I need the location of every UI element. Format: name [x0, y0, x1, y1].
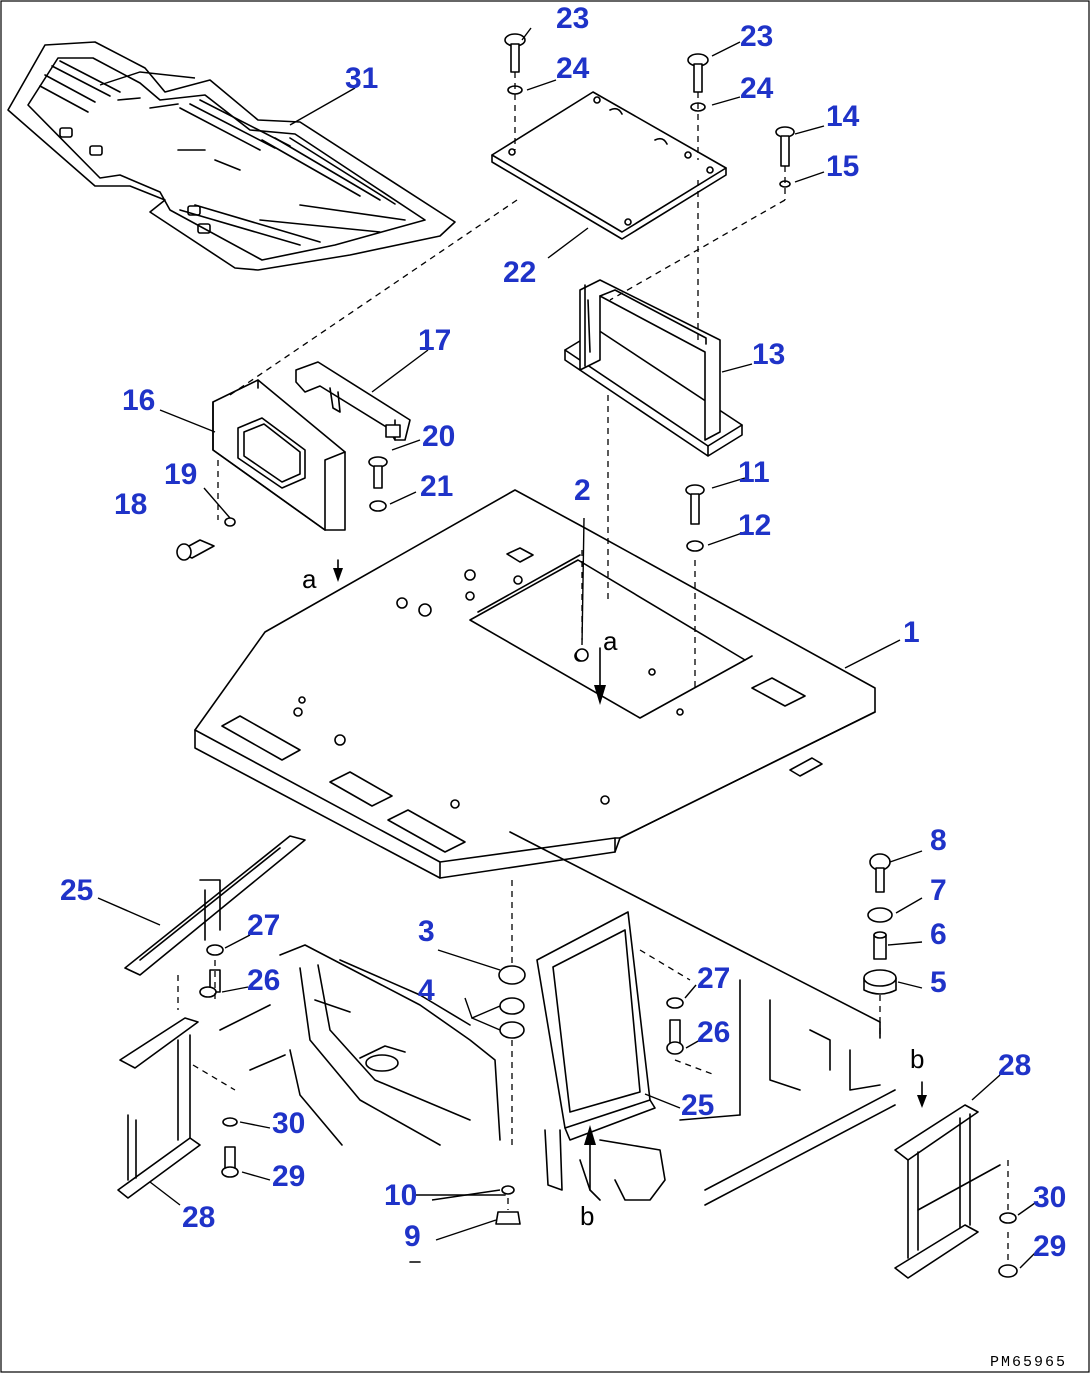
bracket-17	[295, 361, 411, 441]
callout-18: 18	[114, 488, 147, 521]
callout-5: 5	[930, 966, 947, 999]
callout-30-right: 30	[1033, 1181, 1066, 1214]
callout-26-left: 26	[247, 964, 280, 997]
callout-3: 3	[418, 915, 435, 948]
callout-29-right: 29	[1033, 1230, 1066, 1263]
callout-24-right: 24	[740, 72, 774, 105]
callout-31: 31	[345, 62, 378, 95]
callout-29-left: 29	[272, 1160, 305, 1193]
floor-mat-31	[7, 41, 456, 271]
callout-21: 21	[420, 470, 453, 503]
callout-9: 9	[404, 1220, 421, 1253]
callout-24-left: 24	[556, 52, 590, 85]
callout-30-left: 30	[272, 1107, 305, 1140]
callout-20: 20	[422, 420, 455, 453]
callout-25-right: 25	[681, 1089, 714, 1122]
handle-bracket-13	[564, 279, 743, 457]
floor-frame-1	[194, 489, 876, 879]
callout-17: 17	[418, 324, 451, 357]
callout-15: 15	[826, 150, 859, 183]
view-letter-b-right: b	[910, 1044, 924, 1074]
callout-14: 14	[826, 100, 860, 133]
callout-23-right: 23	[740, 20, 773, 53]
view-letters: a a b b	[302, 564, 924, 1231]
leader-lines	[97, 27, 1036, 1269]
callout-28-left: 28	[182, 1201, 215, 1234]
callout-8: 8	[930, 824, 947, 857]
callout-4: 4	[418, 974, 435, 1007]
callout-22: 22	[503, 256, 536, 289]
callout-1: 1	[903, 616, 920, 649]
drawing-code: PM65965	[990, 1354, 1067, 1371]
side-plate-25-left	[124, 835, 306, 976]
callout-28-right: 28	[998, 1049, 1031, 1082]
bracket-28-right	[894, 1104, 1001, 1279]
callout-27-left: 27	[247, 909, 280, 942]
view-letter-a-upper: a	[302, 564, 317, 594]
callout-7: 7	[930, 874, 947, 907]
view-letter-a-lower: a	[603, 626, 618, 656]
callout-2: 2	[574, 474, 591, 507]
bracket-28-left	[117, 1017, 201, 1199]
fasteners	[176, 33, 1018, 1278]
view-arrows	[333, 559, 927, 1191]
callout-13: 13	[752, 338, 785, 371]
callout-10: 10	[384, 1179, 417, 1212]
callout-labels: 31 23 24 23 24 14 15 22 13 17 16 20 21 1…	[60, 2, 1066, 1263]
cover-plate-22	[491, 91, 727, 240]
callout-16: 16	[122, 384, 155, 417]
callout-11: 11	[738, 456, 770, 489]
callout-26-right: 26	[697, 1016, 730, 1049]
box-cover-16	[212, 379, 346, 531]
callout-6: 6	[930, 918, 947, 951]
callout-25-left: 25	[60, 874, 93, 907]
callout-19: 19	[164, 458, 197, 491]
callout-12: 12	[738, 509, 771, 542]
view-letter-b-lower: b	[580, 1201, 594, 1231]
callout-23-left: 23	[556, 2, 589, 35]
callout-27-right: 27	[697, 962, 730, 995]
side-plate-25-right	[536, 911, 656, 1141]
assembly-lines	[177, 72, 1009, 1262]
